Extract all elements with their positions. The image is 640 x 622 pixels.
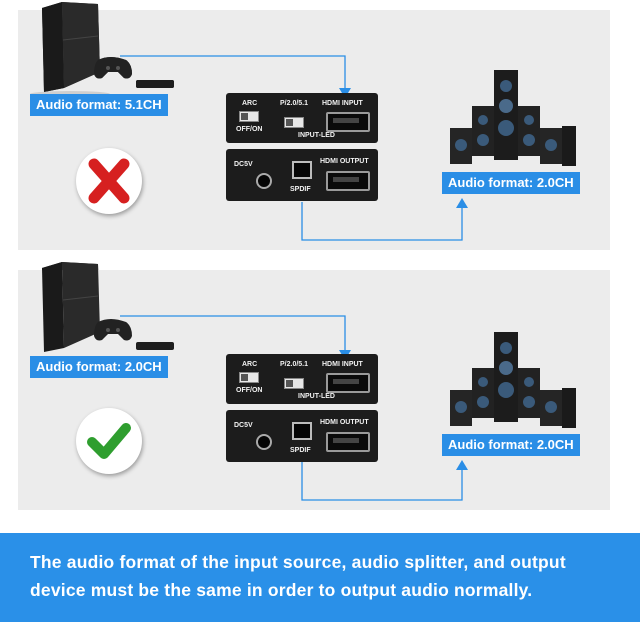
audio-mode-switch[interactable] [284, 378, 304, 389]
home-theater-speakers-icon [450, 332, 576, 428]
hdmi-output-port [326, 171, 370, 191]
hdmi-input-port [326, 112, 370, 132]
spdif-label: SPDIF [290, 186, 311, 193]
audio-extractor-front-panel: ARC OFF/ON P/2.0/5.1 HDMI INPUT INPUT-LE… [226, 93, 378, 143]
source-audio-format-label: Audio format: 2.0CH [30, 356, 168, 378]
footer-text-line-1: The audio format of the input source, au… [30, 552, 566, 572]
audio-mode-switch[interactable] [284, 117, 304, 128]
power-jack [256, 173, 272, 189]
red-x-icon [76, 148, 142, 214]
off-on-label: OFF/ON [236, 387, 263, 394]
hdmi-input-port [326, 373, 370, 393]
hdmi-output-label: HDMI OUTPUT [320, 158, 369, 165]
hdmi-input-label: HDMI INPUT [322, 361, 363, 368]
input-led-label: INPUT-LED [298, 132, 335, 139]
green-check-icon [76, 408, 142, 474]
mode-label: P/2.0/5.1 [280, 361, 309, 368]
dc5v-label: DC5V [234, 161, 253, 168]
signal-connector-lines [120, 55, 463, 501]
arc-label: ARC [242, 100, 258, 107]
spdif-port [292, 422, 312, 440]
audio-extractor-rear-panel: DC5V SPDIF HDMI OUTPUT [226, 149, 378, 201]
mode-label: P/2.0/5.1 [280, 100, 309, 107]
input-led-label: INPUT-LED [298, 393, 335, 400]
off-on-label: OFF/ON [236, 126, 263, 133]
source-audio-format-label: Audio format: 5.1CH [30, 94, 168, 116]
arc-switch[interactable] [239, 111, 259, 122]
output-audio-format-label: Audio format: 2.0CH [442, 172, 580, 194]
dc5v-label: DC5V [234, 422, 253, 429]
spdif-port [292, 161, 312, 179]
power-jack [256, 434, 272, 450]
hdmi-output-port [326, 432, 370, 452]
hdmi-output-label: HDMI OUTPUT [320, 419, 369, 426]
footer-text-line-2: device must be the same in order to outp… [30, 580, 533, 600]
hdmi-input-label: HDMI INPUT [322, 100, 363, 107]
audio-extractor-rear-panel: DC5V SPDIF HDMI OUTPUT [226, 410, 378, 462]
arc-label: ARC [242, 361, 258, 368]
arc-switch[interactable] [239, 372, 259, 383]
audio-extractor-front-panel: ARC OFF/ON P/2.0/5.1 HDMI INPUT INPUT-LE… [226, 354, 378, 404]
spdif-label: SPDIF [290, 447, 311, 454]
home-theater-speakers-icon [450, 70, 576, 166]
output-audio-format-label: Audio format: 2.0CH [442, 434, 580, 456]
footer-banner: The audio format of the input source, au… [0, 533, 640, 622]
